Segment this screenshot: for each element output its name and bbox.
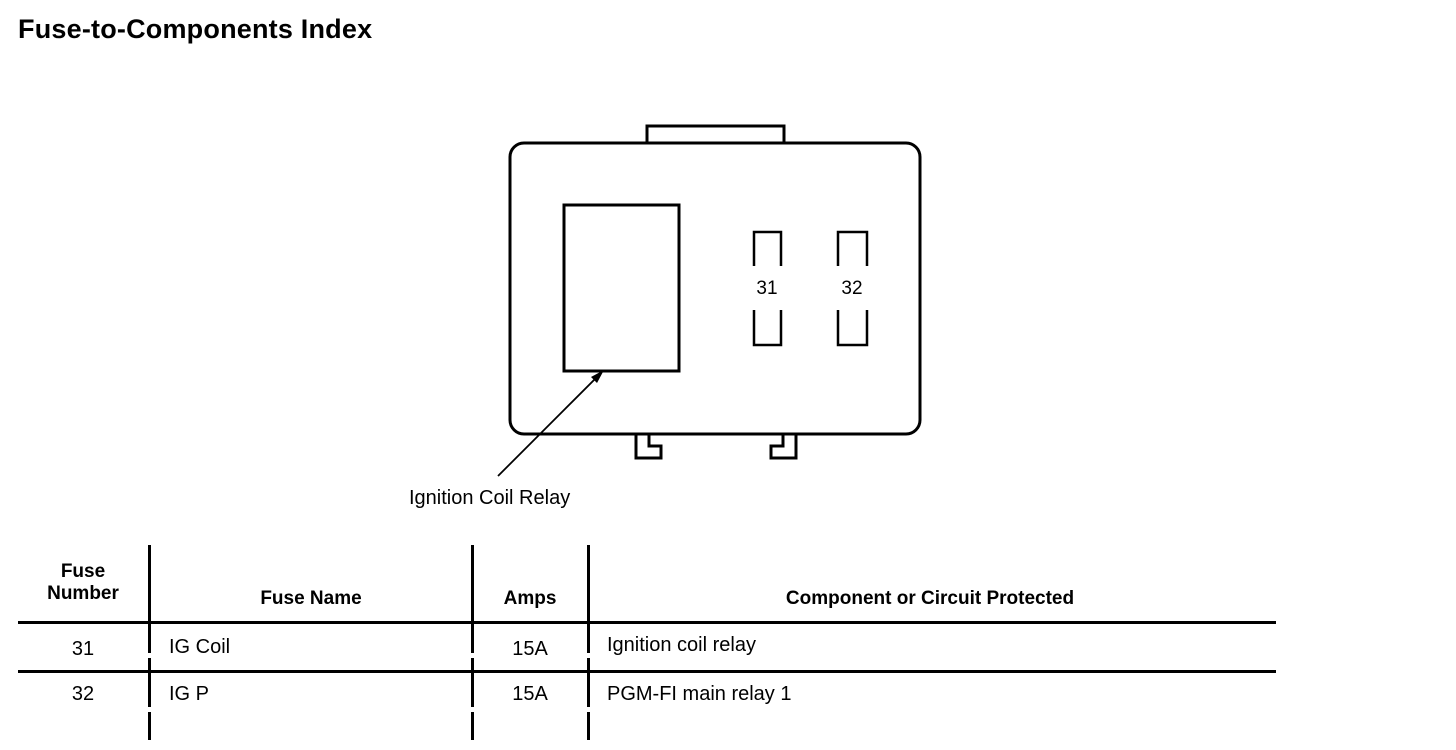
fuse-32: 32: [836, 230, 869, 347]
column-divider-3: [587, 545, 590, 740]
row-31-amps: 15A: [512, 638, 548, 660]
column-divider-1: [148, 545, 151, 740]
row-32-component: PGM-FI main relay 1: [607, 683, 792, 705]
fuse-32-label: 32: [841, 278, 862, 299]
relay-callout-label: Ignition Coil Relay: [409, 487, 570, 509]
relay-leader-arrowhead: [591, 370, 604, 383]
fuse-31-label: 31: [756, 278, 777, 299]
fuse-box-clip-right: [769, 434, 798, 460]
divider-gap: [471, 707, 474, 712]
header-amps: Amps: [503, 588, 557, 609]
page-title: Fuse-to-Components Index: [18, 14, 373, 44]
relay-leader-line: [497, 375, 599, 477]
column-divider-2: [471, 545, 474, 740]
row-31-component: Ignition coil relay: [607, 634, 756, 656]
header-divider: [18, 621, 1276, 624]
row-32-amps: 15A: [512, 683, 548, 705]
fuse-box-clip-left: [634, 434, 663, 460]
fuse-box-top-tab: [645, 124, 786, 143]
fuse-box-diagram: 31 32 Ignition Coil Relay: [409, 124, 922, 509]
fuse-31: 31: [752, 230, 783, 347]
header-component: Component or Circuit Protected: [785, 588, 1075, 609]
divider-gap: [587, 653, 590, 658]
header-fuse-number: Fuse Number: [47, 561, 119, 604]
row-32-name: IG P: [169, 683, 210, 705]
header-fuse-name: Fuse Name: [260, 588, 362, 609]
divider-gap: [587, 707, 590, 712]
row-32-number: 32: [71, 683, 95, 705]
ignition-coil-relay-box: [562, 203, 681, 373]
divider-gap: [148, 653, 151, 658]
row-31-name: IG Coil: [169, 636, 231, 658]
divider-gap: [471, 653, 474, 658]
divider-gap: [148, 707, 151, 712]
row-divider: [18, 670, 1276, 673]
row-31-number: 31: [71, 638, 95, 660]
